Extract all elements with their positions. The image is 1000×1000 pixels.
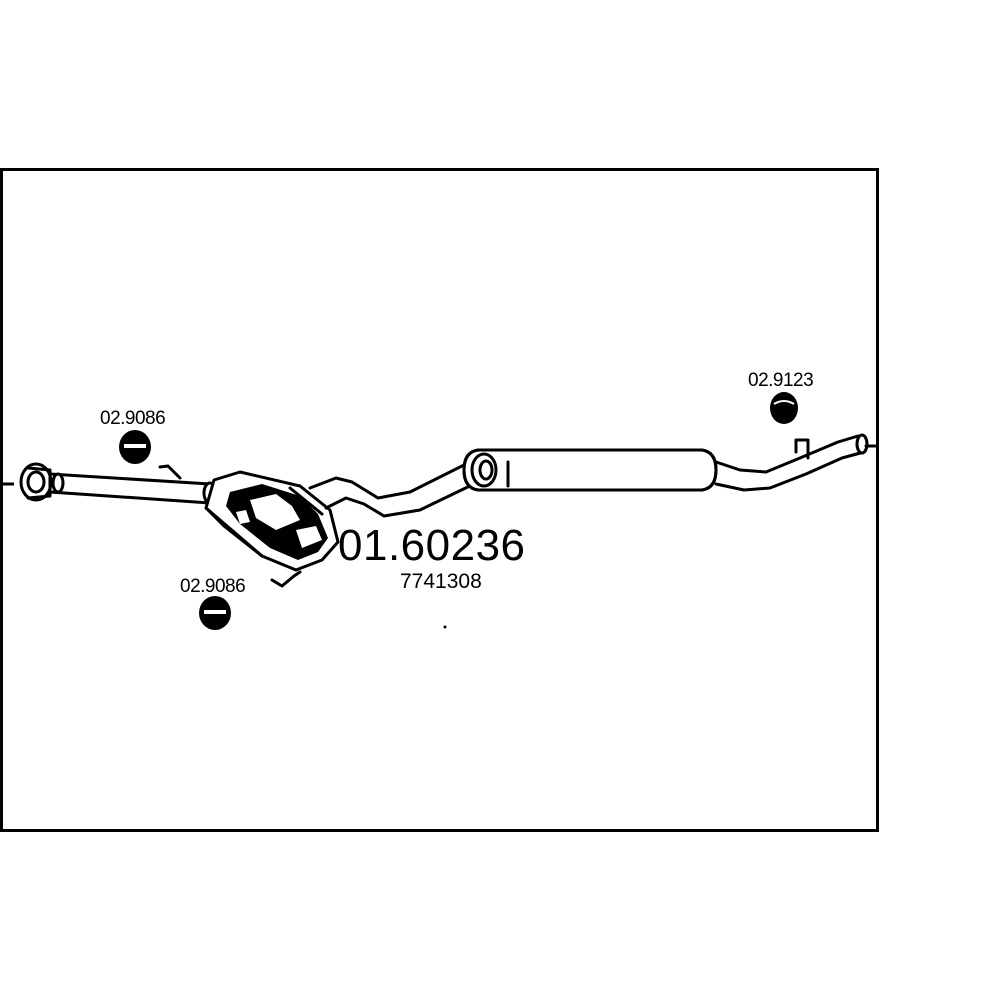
middle-silencer [462, 448, 718, 492]
hanger-label-catalyst: 02.9086 [180, 576, 245, 597]
intermediate-pipe [308, 460, 480, 518]
front-pipe [48, 472, 218, 505]
main-part-number: 01.60236 [338, 521, 526, 570]
dot-mark [443, 625, 447, 629]
rear-bracket [794, 438, 810, 460]
catalyst-hook [270, 570, 302, 588]
hanger-rubber-catalyst [199, 596, 231, 630]
front-flange [2, 462, 53, 502]
catalytic-converter [204, 470, 340, 572]
hanger-label-left: 02.9086 [100, 408, 165, 429]
hanger-label-rear: 02.9123 [748, 370, 813, 391]
hanger-rubber-rear [770, 392, 798, 424]
diagram-frame [0, 168, 879, 832]
front-hook [158, 464, 182, 480]
hanger-rubber-left [119, 430, 151, 464]
oem-reference: 7741308 [400, 570, 482, 593]
tail-pipe [714, 433, 878, 492]
